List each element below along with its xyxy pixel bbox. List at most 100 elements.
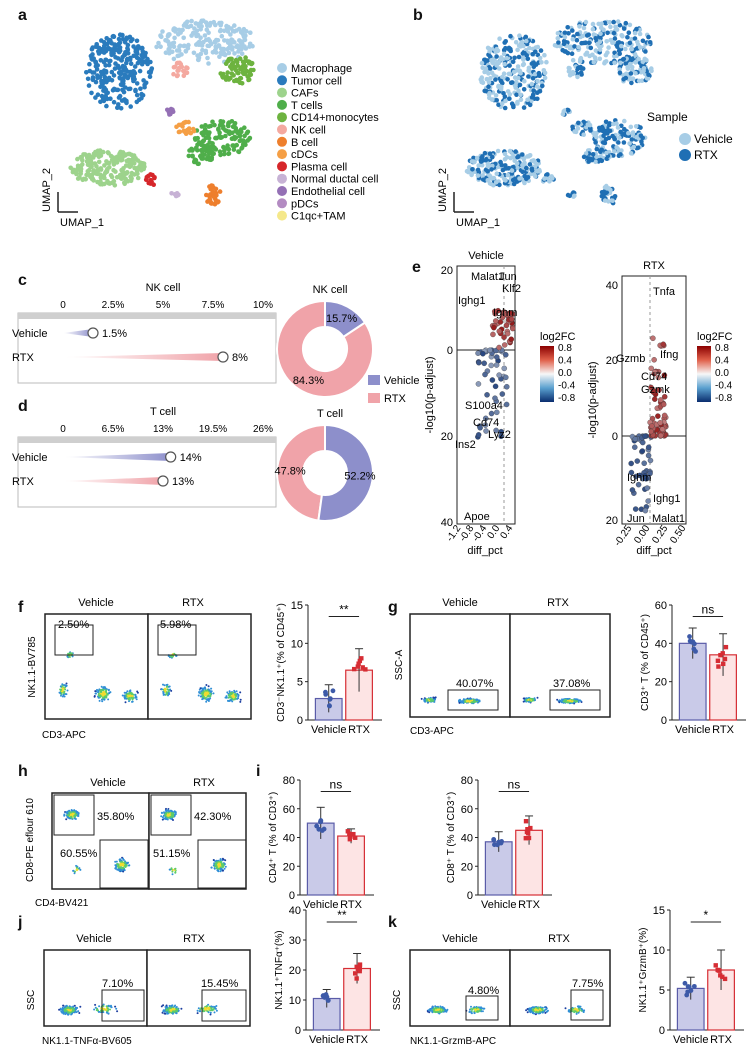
x-tick-label: 10%	[253, 300, 273, 311]
y-tick-label: 5	[659, 985, 665, 997]
flow-plot-frame	[509, 949, 611, 1027]
bar-mark	[63, 453, 171, 461]
x-tick-label: 7.5%	[202, 300, 225, 311]
legend-rtx-label: RTX	[384, 393, 406, 405]
flow-title: RTX	[548, 933, 570, 945]
significance-label: **	[337, 908, 347, 922]
y-tick-label: 30	[289, 935, 301, 947]
y-tick-label: 40	[655, 638, 667, 650]
x-tick-label: 0	[60, 424, 66, 435]
gene-label: Ifng	[660, 349, 678, 361]
panel-label-b: b	[413, 7, 423, 24]
gene-label: Jun	[627, 513, 645, 525]
colorbar-tick: -0.8	[558, 393, 576, 404]
plot-title: RTX	[643, 260, 665, 272]
gene-label: Ighm	[627, 472, 651, 484]
legend-swatch	[277, 186, 287, 196]
significance-label: ns	[330, 778, 343, 792]
y-tick-label: 10	[653, 945, 665, 957]
x-tick-label: Vehicle	[675, 724, 710, 736]
y-tick-label: 0	[447, 345, 453, 357]
bar-mark	[63, 477, 163, 485]
gene-label: S100a4	[465, 400, 503, 412]
gate-percent: 35.80%	[97, 811, 135, 823]
gate	[53, 794, 95, 836]
category-label: Vehicle	[12, 328, 47, 340]
legend-swatch	[277, 198, 287, 209]
legend-label: Normal ductal cell	[291, 174, 378, 186]
panel-label-f: f	[18, 599, 24, 616]
x-tick-label: 0	[60, 300, 66, 311]
gene-label: Lyz2	[488, 429, 511, 441]
legend-vehicle-label: Vehicle	[384, 375, 419, 387]
legend-sample-vehicle-label: Vehicle	[694, 132, 733, 146]
significance-label: *	[704, 908, 709, 922]
flow-title: Vehicle	[90, 777, 125, 789]
y-axis-label: CD3⁺ T (% of CD45⁺)	[640, 614, 651, 711]
x-tick-label: 6.5%	[102, 424, 125, 435]
gate	[570, 989, 604, 1021]
legend-rtx-swatch	[368, 393, 380, 403]
gate	[549, 689, 601, 711]
y-tick-label: 20	[606, 355, 618, 367]
panel-label-a: a	[18, 7, 27, 24]
gate	[54, 624, 94, 656]
flow-plot-frame	[409, 949, 511, 1027]
x-axis-label: diff_pct	[636, 545, 671, 557]
donut-slice-label: 84.3%	[293, 375, 324, 387]
y-tick-label: 60	[461, 804, 473, 816]
significance-label: **	[339, 603, 349, 617]
gene-label: Cd74	[473, 417, 499, 429]
legend-label: CD14+monocytes	[291, 112, 379, 124]
gene-label: Cd74	[641, 371, 667, 383]
gate-percent: 51.15%	[153, 848, 191, 860]
donut-slice-label: 47.8%	[274, 466, 305, 478]
y-tick-label: 20	[441, 431, 453, 443]
flow-title: Vehicle	[442, 933, 477, 945]
gene-label: Jun	[499, 271, 517, 283]
colorbar-tick: -0.4	[715, 381, 733, 392]
gate	[101, 989, 145, 1022]
y-tick-label: 0	[612, 431, 618, 443]
significance-label: ns	[702, 603, 715, 617]
gate	[465, 995, 499, 1021]
x-tick-label: RTX	[712, 724, 734, 736]
y-tick-label: 0	[295, 1025, 301, 1037]
legend-label: T cells	[291, 100, 323, 112]
flow-axis-label: NK1.1-BV785	[27, 636, 38, 698]
y-tick-label: 20	[606, 515, 618, 527]
gene-label: Gzmk	[641, 384, 670, 396]
legend-label: C1qc+TAM	[291, 211, 346, 223]
y-tick-label: 40	[606, 280, 618, 292]
legend-vehicle-rtx: Vehicle RTX	[368, 375, 419, 405]
legend-swatch	[277, 75, 287, 86]
y-tick-label: 40	[283, 833, 295, 845]
flow-axis-label: CD3-APC	[42, 730, 86, 741]
donut-slice	[317, 423, 374, 522]
colorbar-tick: -0.4	[558, 381, 576, 392]
legend-sample-rtx-label: RTX	[694, 148, 718, 162]
flow-axis-label: NK1.1-TNFα-BV605	[42, 1036, 132, 1047]
bar-mark	[63, 329, 93, 337]
legend-sample: Sample Vehicle RTX	[647, 110, 733, 162]
umap-axis-b: UMAP_1 UMAP_2	[437, 168, 500, 229]
x-tick-label: 0.4	[498, 523, 515, 541]
flow-plot-frame	[44, 613, 149, 720]
x-tick-label: RTX	[340, 899, 362, 911]
gate	[197, 839, 247, 889]
panel-label-g: g	[388, 599, 398, 616]
y-tick-label: 0	[289, 890, 295, 902]
gate-percent: 60.55%	[60, 848, 98, 860]
panel-label-k: k	[388, 914, 397, 931]
y-tick-label: 0	[659, 1025, 665, 1037]
bar-end-marker	[217, 351, 229, 363]
gene-label: Ighm	[493, 307, 517, 319]
legend-label: B cell	[291, 137, 318, 149]
umap-x-label-b: UMAP_1	[456, 217, 500, 229]
gate-percent: 37.08%	[553, 678, 591, 690]
umap-x-label-a: UMAP_1	[60, 217, 104, 229]
flow-title: RTX	[547, 597, 569, 609]
flow-axis-label: CD8-PE eflour 610	[25, 798, 36, 882]
